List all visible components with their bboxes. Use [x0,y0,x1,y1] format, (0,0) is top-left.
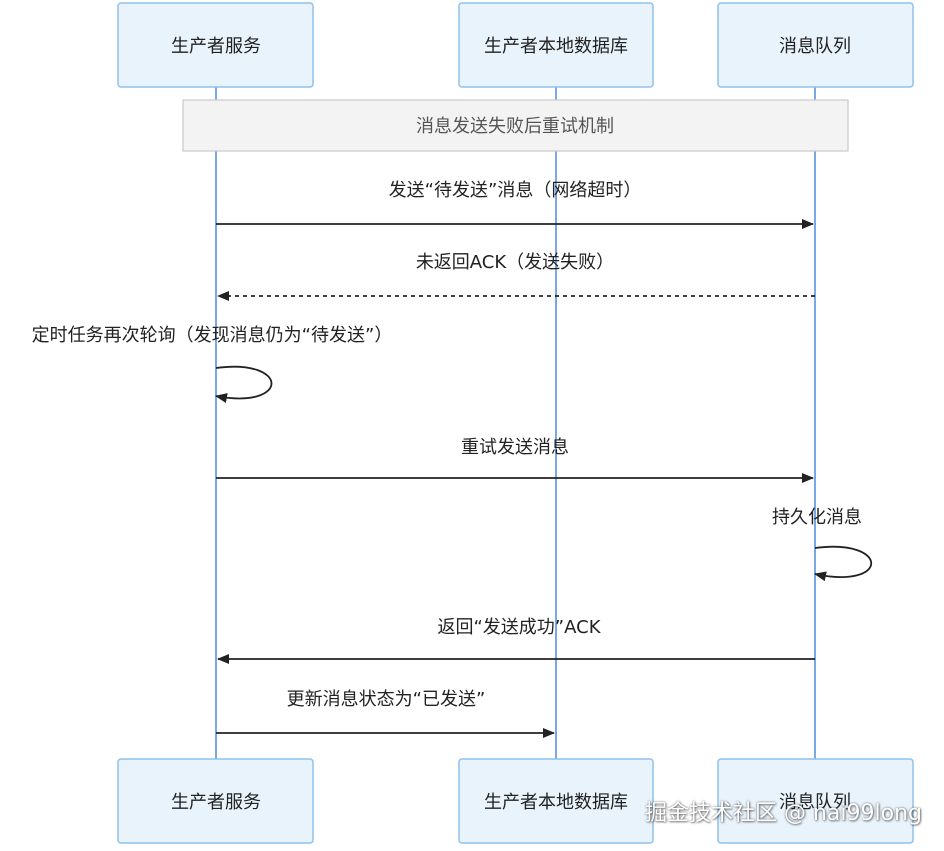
watermark: 掘金技术社区 @ nai99long [645,801,922,826]
participant-label: 生产者本地数据库 [484,36,628,57]
message-label-no-ack: 未返回ACK（发送失败） [416,252,614,273]
note-text: 消息发送失败后重试机制 [416,116,614,137]
participant-producer-top: 生产者服务 [117,2,314,88]
participant-local-db-bottom: 生产者本地数据库 [458,758,654,844]
participant-queue-top: 消息队列 [717,2,914,88]
participant-label: 生产者服务 [171,792,261,813]
message-label-success-ack: 返回“发送成功”ACK [437,617,601,638]
participant-local-db-top: 生产者本地数据库 [458,2,654,88]
participant-label: 消息队列 [779,36,851,57]
participant-label: 消息队列 [779,792,851,813]
message-label-poll-again: 定时任务再次轮询（发现消息仍为“待发送”） [32,325,393,346]
message-label-update-status: 更新消息状态为“已发送” [287,689,486,710]
self-loop-poll-again [215,365,273,403]
message-label-retry-send: 重试发送消息 [461,437,569,458]
message-label-persist: 持久化消息 [772,507,862,528]
message-label-send-pending: 发送“待发送”消息（网络超时） [389,180,642,201]
note-retry-mechanism: 消息发送失败后重试机制 [182,99,849,152]
participant-label: 生产者服务 [171,36,261,57]
participant-label: 生产者本地数据库 [484,792,628,813]
self-loop-persist [814,545,872,582]
participant-producer-bottom: 生产者服务 [117,758,314,844]
participant-queue-bottom: 消息队列 [717,758,914,844]
